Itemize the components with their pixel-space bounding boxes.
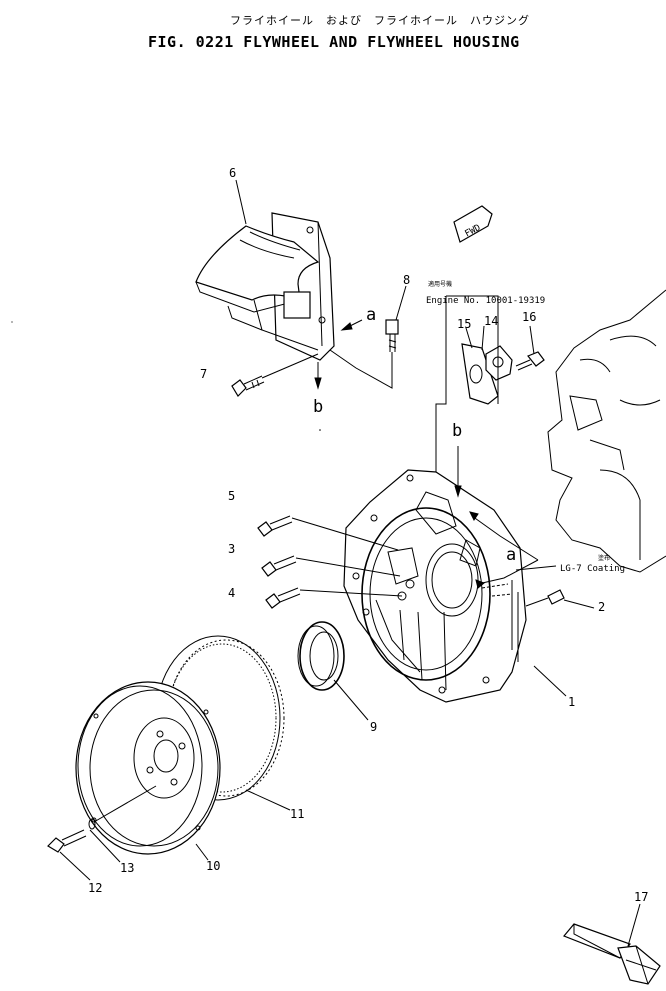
view-marker-b-top: b: [313, 397, 323, 417]
note-coating: LG-7 Coating: [560, 564, 625, 574]
part-14-plate: [485, 345, 513, 381]
part-13-washer: [88, 818, 96, 830]
note-applicable-jp: 適用号機: [428, 280, 452, 288]
title-japanese: フライホイール および フライホイール ハウジング: [230, 14, 530, 27]
callout-5: 5: [228, 489, 235, 503]
note-engine-number: Engine No. 10001-19319: [426, 296, 545, 306]
part-17-tool: [563, 903, 661, 985]
figure-title: FIG. 0221 FLYWHEEL AND FLYWHEEL HOUSING: [148, 33, 520, 51]
view-marker-a-mid: a: [506, 545, 516, 565]
part-6-cover-bracket: [195, 212, 335, 361]
part-7-bolt: [231, 375, 265, 397]
callout-16: 16: [522, 310, 536, 324]
part-12-bolt: [47, 829, 87, 853]
view-marker-b-mid: b: [452, 421, 462, 441]
callout-15: 15: [457, 317, 471, 331]
callout-6: 6: [229, 166, 236, 180]
callout-3: 3: [228, 542, 235, 556]
part-9-oil-seal: [297, 621, 345, 691]
fwd-direction-tag: FWD: [453, 205, 493, 243]
view-marker-a-top: a: [366, 305, 376, 325]
callout-10: 10: [206, 859, 220, 873]
callout-9: 9: [370, 720, 377, 734]
part-3-bolt: [261, 555, 401, 577]
callout-14: 14: [484, 314, 498, 328]
part-15-plate: [461, 343, 499, 405]
part-16-bolt: [515, 351, 545, 371]
part-1-flywheel-housing: [343, 469, 527, 703]
callout-11: 11: [290, 807, 304, 821]
part-10-flywheel: [75, 681, 221, 855]
callout-1: 1: [568, 695, 575, 709]
part-8-bolt: [385, 319, 399, 352]
callout-8: 8: [403, 273, 410, 287]
part-2-dowel-pin: [525, 589, 565, 607]
note-coating-jp: 塗布: [598, 554, 610, 562]
callout-17: 17: [634, 890, 648, 904]
callout-2: 2: [598, 600, 605, 614]
engine-block-outline: [547, 289, 666, 573]
callout-4: 4: [228, 586, 235, 600]
part-4-bolt: [265, 587, 403, 609]
callout-7: 7: [200, 367, 207, 381]
callout-12: 12: [88, 881, 102, 895]
part-5-bolt: [257, 515, 399, 551]
callout-13: 13: [120, 861, 134, 875]
